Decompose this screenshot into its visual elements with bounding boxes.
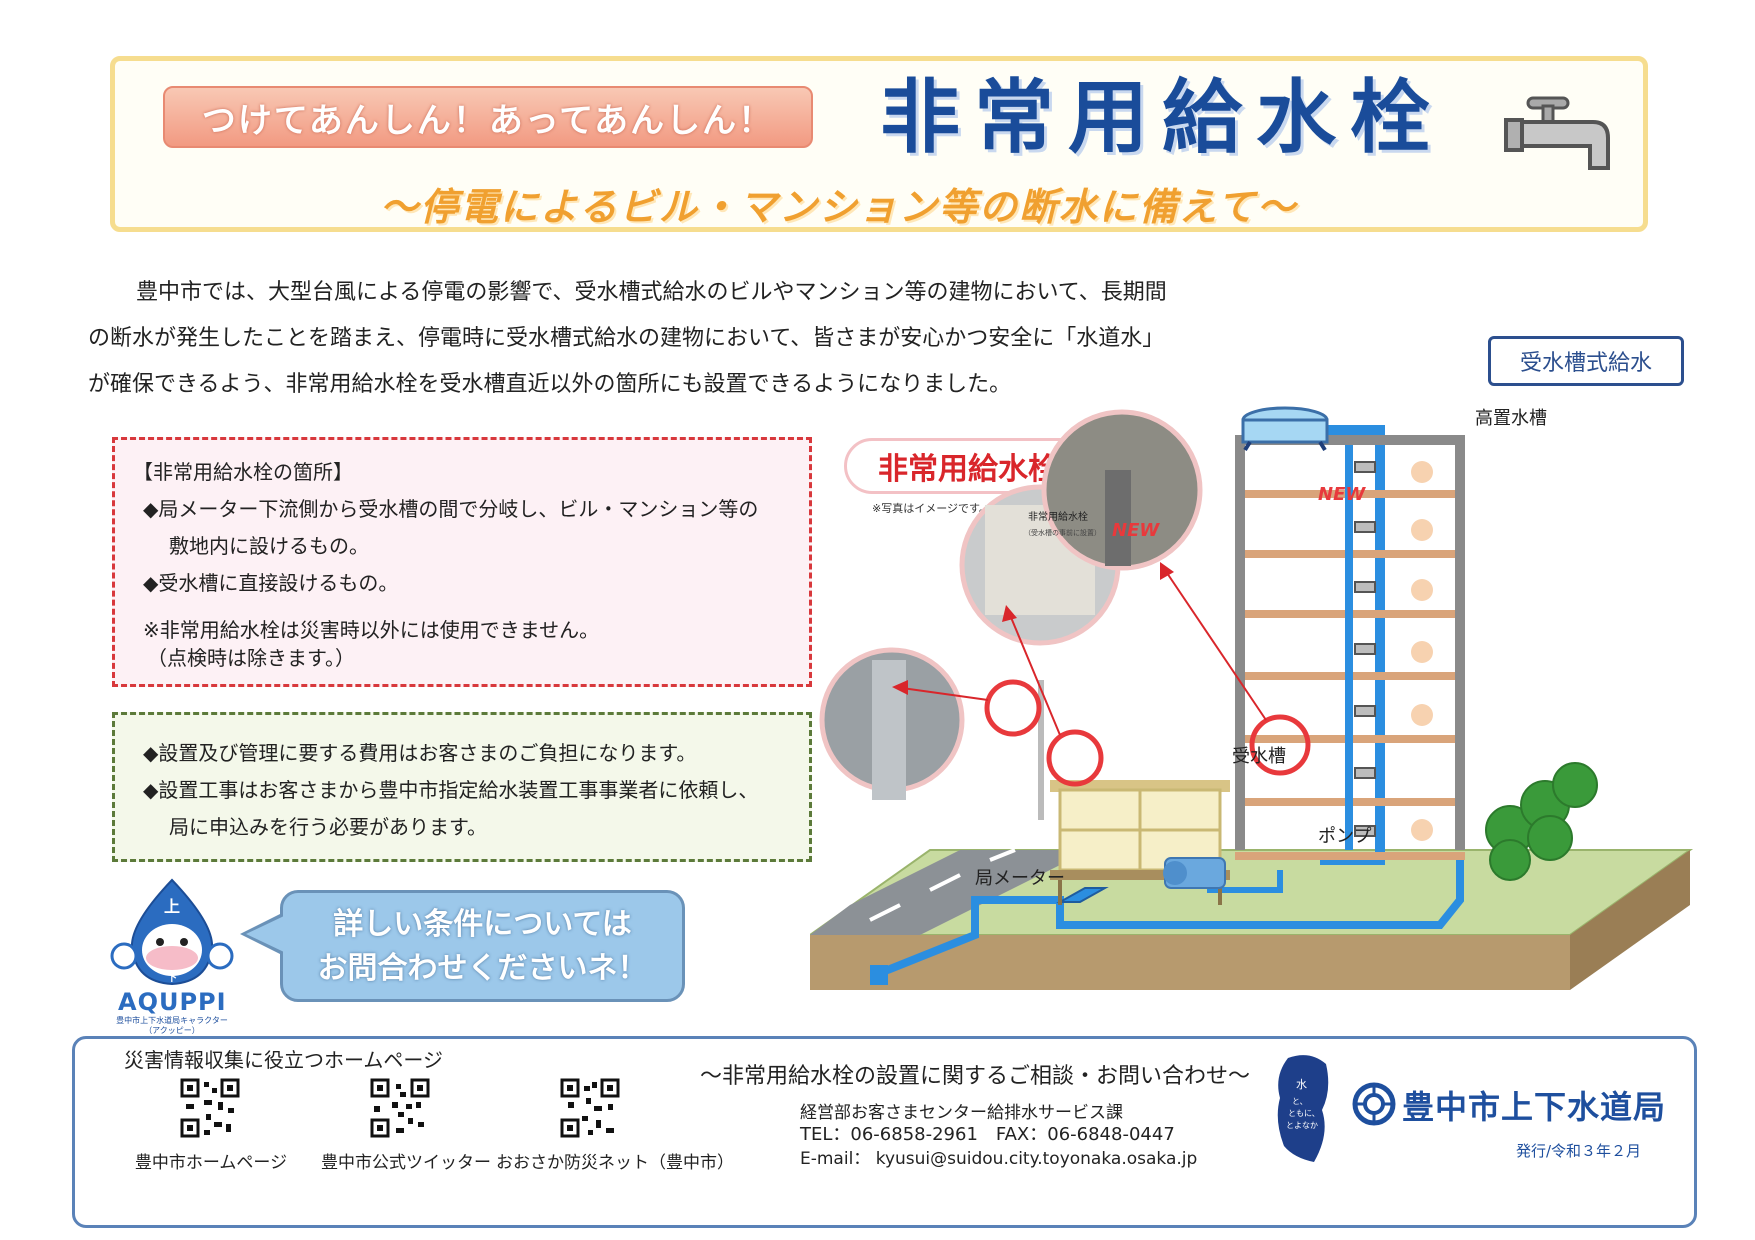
road-line — [929, 873, 961, 892]
contact-department: 経営部お客さまセンター給排水サービス課 — [800, 1103, 1123, 1123]
location-item: ◆受水槽に直接設けるもの。 — [143, 571, 399, 595]
qr-code-icon[interactable] — [370, 1078, 430, 1138]
cost-item: ◆設置及び管理に要する費用はお客さまのご負担になります。 — [143, 741, 697, 765]
hydrant-marker — [984, 679, 1042, 737]
intro-line: 豊中市では、大型台風による停電の影響で、受水槽式給水のビルやマンション等の建物に… — [136, 280, 1167, 305]
mascot-aquppi: 上 下 — [110, 878, 234, 986]
intro-line: が確保できるよう、非常用給水栓を受水槽直近以外の箇所にも設置できるようになりまし… — [88, 372, 1012, 397]
mascot-caption: 豊中市上下水道局キャラクター （アクッピー） — [116, 1016, 228, 1036]
bureau-name: 豊中市上下水道局 — [1402, 1088, 1667, 1126]
intro-text: 豊中市では、大型台風による停電の影響で、受水槽式給水のビルやマンション等の建物に… — [88, 270, 1337, 408]
hydrant-pole — [1038, 680, 1044, 820]
mascot-head-mark: 上 — [164, 897, 180, 916]
map-text: と、 — [1292, 1097, 1308, 1106]
location-note: ※非常用給水栓は災害時以外には使用できません。 — [143, 618, 600, 642]
ground-soil-side — [1570, 850, 1690, 990]
pump-label: ポンプ — [1318, 826, 1372, 847]
mascot-caption-line: 豊中市上下水道局キャラクター — [116, 1016, 228, 1025]
qr-code-icon[interactable] — [180, 1078, 240, 1138]
location-heading: 【非常用給水栓の箇所】 — [133, 460, 353, 484]
road-line — [869, 903, 901, 922]
photo-sign-sub: （受水槽の事前に設置） — [1024, 528, 1101, 537]
building-roof — [1235, 435, 1465, 445]
supply-diagram: 非常用給水栓 （受水槽の事前に設置） — [810, 406, 1694, 990]
bubble-line: 詳しい条件については — [333, 907, 632, 942]
map-text: 水 — [1296, 1078, 1307, 1091]
disaster-title: 災害情報収集に役立つホームページ — [124, 1048, 443, 1072]
qr-label-twitter: 豊中市公式ツイッター — [321, 1153, 491, 1173]
photo-pipe — [872, 660, 906, 800]
riser-pipe — [1250, 415, 1385, 865]
cost-item-cont: 局に申込みを行う必要があります。 — [169, 815, 487, 839]
footer-frame — [72, 1036, 1697, 1228]
photo-post — [1105, 470, 1131, 566]
arrowhead — [892, 680, 908, 695]
system-label: 受水槽式給水 — [1488, 336, 1684, 386]
map-text: とよなか — [1286, 1121, 1318, 1130]
page-title: 非常用給水栓 — [880, 71, 1444, 164]
mascot-name: AQUPPI — [118, 988, 227, 1016]
qr-code-icon[interactable] — [560, 1078, 620, 1138]
qr-label-homepage: 豊中市ホームページ — [134, 1153, 288, 1173]
floor — [1235, 852, 1465, 860]
floor-faucets — [1354, 461, 1376, 837]
building-left-col — [1235, 435, 1245, 850]
supply-pipe — [873, 860, 1464, 979]
road-line — [989, 848, 1016, 862]
mascot-belly-mark: 下 — [167, 972, 177, 984]
slogan-banner: つけてあんしん！あってあんしん！ — [163, 86, 813, 148]
hydrant-marker — [1046, 729, 1104, 787]
location-item: ◆局メーター下流側から受水槽の間で分岐し、ビル・マンション等の — [143, 497, 759, 521]
faucet-icon — [1504, 96, 1610, 170]
contact-title: ～非常用給水栓の設置に関するご相談・お問い合わせ～ — [700, 1064, 1251, 1089]
toyonaka-map-icon: 水 と、 ともに、 とよなか — [1277, 1055, 1329, 1162]
issue-date: 発行/令和３年２月 — [1516, 1142, 1642, 1160]
arrows — [901, 569, 1267, 736]
meter-box — [1056, 887, 1109, 903]
water-main — [870, 965, 888, 985]
page-subtitle: ～停電によるビル・マンション等の断水に備えて～ — [380, 185, 1297, 229]
location-box: 【非常用給水栓の箇所】 ◆局メーター下流側から受水槽の間で分岐し、ビル・マンショ… — [112, 437, 812, 687]
intro-line: の断水が発生したことを踏まえ、停電時に受水槽式給水の建物において、皆さまが安心か… — [88, 326, 1165, 351]
building-right-col — [1455, 435, 1465, 850]
arrowhead — [1002, 605, 1017, 622]
cost-item: ◆設置工事はお客さまから豊中市指定給水装置工事事業者に依頼し、 — [143, 778, 759, 802]
location-item-cont: 敷地内に設けるもの。 — [169, 534, 369, 558]
bubble-tail-inner — [246, 916, 284, 952]
tank-base — [1050, 870, 1230, 880]
photo-sign: 非常用給水栓 — [1028, 510, 1088, 523]
cost-box: ◆設置及び管理に要する費用はお客さまのご負担になります。 ◆設置工事はお客さまか… — [112, 712, 812, 862]
elevated-tank-label: 高置水槽 — [1475, 408, 1547, 429]
contact-phone: TEL：06-6858-2961 FAX：06-6848-0447 — [800, 1124, 1175, 1145]
location-note-cont: （点検時は除きます。） — [147, 646, 355, 670]
new-badge: NEW — [1318, 484, 1366, 505]
receiving-tank-label: 受水槽 — [1232, 746, 1286, 767]
hydrant-marker — [1249, 714, 1311, 776]
residents-illustration — [1411, 461, 1433, 841]
bureau-emblem-icon — [1352, 1082, 1396, 1126]
new-badge: NEW — [1112, 520, 1160, 541]
bushes — [1485, 762, 1598, 881]
arrowhead — [1160, 562, 1174, 580]
photo-note: ※写真はイメージです。 — [872, 502, 990, 515]
mascot-caption-line: （アクッピー） — [144, 1026, 200, 1035]
qr-label-bousai: おおさか防災ネット（豊中市） — [496, 1153, 734, 1173]
speech-bubble: 詳しい条件については お問合わせくださいネ！ — [280, 890, 685, 1002]
contact-email[interactable]: E-mail： kyusui@suidou.city.toyonaka.osak… — [800, 1149, 1198, 1169]
bubble-line: お問合わせくださいネ！ — [317, 951, 648, 986]
map-text: ともに、 — [1288, 1109, 1320, 1118]
meter-label: 局メーター — [975, 868, 1065, 889]
ground-soil — [810, 935, 1570, 990]
building-riser — [1345, 445, 1353, 850]
